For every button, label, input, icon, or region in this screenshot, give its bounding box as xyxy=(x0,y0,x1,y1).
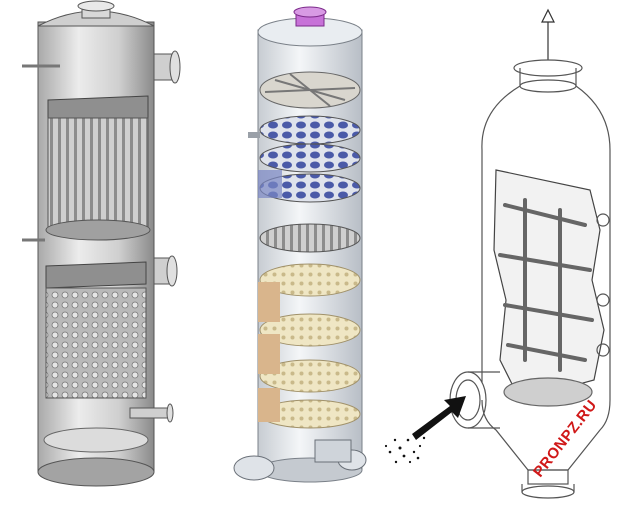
column-2 xyxy=(233,6,367,483)
scrubber xyxy=(449,8,611,499)
column-1 xyxy=(22,0,181,487)
inlet-arrow xyxy=(384,396,466,464)
